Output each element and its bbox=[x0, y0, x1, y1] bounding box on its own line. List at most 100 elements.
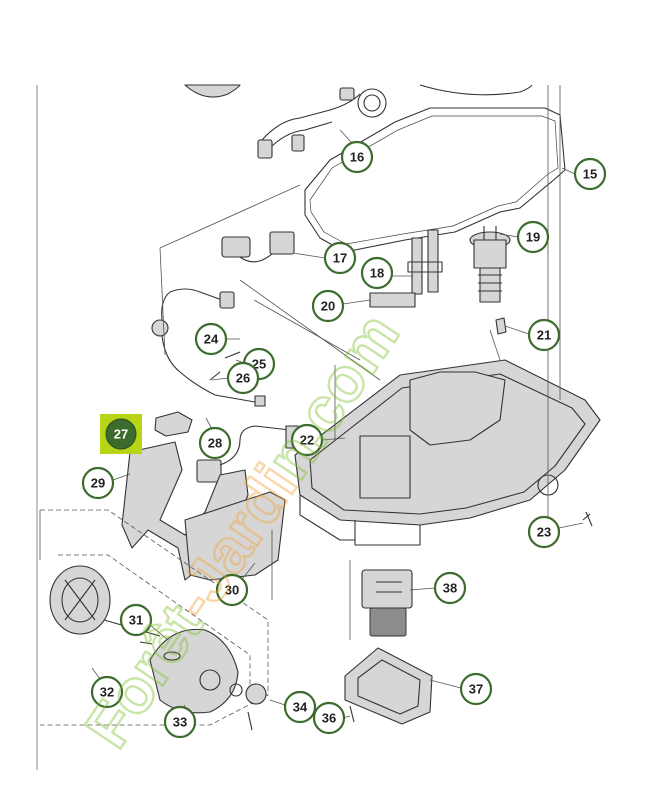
callout-leader-34 bbox=[269, 699, 286, 706]
callout-circle-34 bbox=[283, 690, 317, 724]
part-34-fitting bbox=[229, 683, 267, 731]
leader-lines bbox=[159, 85, 561, 640]
part-37-cover bbox=[344, 647, 433, 725]
callout-22: 22 bbox=[290, 423, 346, 457]
callout-leader-17 bbox=[292, 252, 326, 259]
callout-number: 38 bbox=[443, 581, 457, 596]
callout-26: 26 bbox=[211, 361, 260, 395]
callout-number: 33 bbox=[173, 715, 187, 730]
callout-leader-31 bbox=[149, 624, 169, 641]
main-chassis bbox=[294, 359, 601, 546]
callout-circle-24 bbox=[194, 322, 228, 356]
callout-number: 18 bbox=[370, 266, 384, 281]
part-17-switch bbox=[221, 231, 295, 263]
callout-circle-36 bbox=[312, 701, 346, 735]
callout-33: 33 bbox=[163, 704, 197, 739]
callout-leader-29 bbox=[112, 473, 131, 481]
part-31-wheel bbox=[49, 565, 161, 637]
callout-leader-23 bbox=[558, 522, 584, 529]
callout-number: 26 bbox=[236, 371, 250, 386]
callout-circle-17 bbox=[323, 241, 357, 275]
part-25-26-screws bbox=[209, 351, 241, 381]
callout-30: 30 bbox=[215, 562, 256, 607]
callout-number: 22 bbox=[300, 433, 314, 448]
callout-leader-30 bbox=[242, 562, 256, 579]
callout-circle-32 bbox=[90, 675, 124, 709]
callout-leader-37 bbox=[429, 679, 462, 689]
callout-number: 37 bbox=[469, 682, 483, 697]
callout-28: 28 bbox=[198, 417, 232, 460]
callout-leader-28 bbox=[205, 417, 213, 430]
callout-circle-21 bbox=[527, 318, 561, 352]
callout-number: 17 bbox=[333, 251, 347, 266]
callout-23: 23 bbox=[527, 515, 584, 549]
part-30-shell bbox=[184, 491, 286, 581]
part-20-plate bbox=[369, 292, 416, 308]
callout-leader-20 bbox=[342, 299, 371, 305]
part-19-tower bbox=[469, 226, 511, 303]
wheel-fragment bbox=[184, 84, 241, 98]
callout-leader-22 bbox=[321, 437, 346, 441]
callout-circle-38 bbox=[433, 571, 467, 605]
part-18-bracket bbox=[407, 229, 443, 295]
callout-number: 28 bbox=[208, 436, 222, 451]
part-16-harness bbox=[257, 87, 387, 159]
callout-circle-22 bbox=[290, 423, 324, 457]
callout-leader-16 bbox=[339, 129, 353, 144]
callout-circle-37 bbox=[459, 672, 493, 706]
callout-number: 31 bbox=[129, 613, 143, 628]
callout-36: 36 bbox=[312, 701, 351, 735]
callout-circle-15 bbox=[573, 157, 607, 191]
callout-number: 21 bbox=[537, 328, 551, 343]
callout-leader-19 bbox=[499, 233, 519, 238]
part-33-motor bbox=[139, 628, 239, 714]
callout-34: 34 bbox=[269, 690, 317, 724]
part-27-bracket bbox=[154, 411, 193, 437]
callout-number: 30 bbox=[225, 583, 239, 598]
highlight-circle bbox=[105, 418, 137, 450]
callout-leader-32 bbox=[91, 667, 101, 680]
callout-number: 23 bbox=[537, 525, 551, 540]
callout-leader-15 bbox=[561, 167, 576, 175]
callout-leader-38 bbox=[409, 587, 436, 591]
part-38-module bbox=[361, 569, 413, 637]
callout-circle-26 bbox=[226, 361, 260, 395]
callout-circle-28 bbox=[198, 426, 232, 460]
callout-19: 19 bbox=[499, 220, 550, 254]
callout-number: 20 bbox=[321, 299, 335, 314]
callout-number: 16 bbox=[350, 150, 364, 165]
callout-leader-26 bbox=[211, 377, 229, 381]
highlighted-callout-number: 27 bbox=[114, 427, 128, 442]
callout-17: 17 bbox=[292, 241, 357, 275]
callout-circle-20 bbox=[311, 289, 345, 323]
callout-circle-31 bbox=[119, 603, 153, 637]
callout-38: 38 bbox=[409, 571, 467, 605]
callout-number: 24 bbox=[204, 332, 219, 347]
callout-31: 31 bbox=[119, 603, 169, 641]
callout-20: 20 bbox=[311, 289, 371, 323]
callout-circle-29 bbox=[81, 466, 115, 500]
callout-number: 32 bbox=[100, 685, 114, 700]
callout-15: 15 bbox=[561, 157, 607, 191]
callout-number: 34 bbox=[293, 700, 308, 715]
callout-number: 36 bbox=[322, 711, 336, 726]
callout-24: 24 bbox=[194, 322, 240, 356]
wheel-assembly-group bbox=[39, 509, 269, 726]
callout-16: 16 bbox=[339, 129, 374, 174]
callout-circle-19 bbox=[516, 220, 550, 254]
callout-37: 37 bbox=[429, 672, 493, 706]
callout-circle-16 bbox=[340, 140, 374, 174]
callout-21: 21 bbox=[504, 318, 561, 352]
callout-circle-30 bbox=[215, 573, 249, 607]
callout-labels: 1516171819202122232425262829303132333436… bbox=[81, 129, 607, 739]
callout-leader-21 bbox=[504, 325, 530, 335]
part-21-clip bbox=[495, 317, 507, 335]
callout-number: 15 bbox=[583, 167, 597, 182]
callout-number: 29 bbox=[91, 476, 105, 491]
callout-18: 18 bbox=[360, 256, 413, 290]
highlighted-callout: 27 bbox=[100, 414, 142, 454]
part-23-screw bbox=[582, 511, 593, 527]
callout-circle-18 bbox=[360, 256, 394, 290]
